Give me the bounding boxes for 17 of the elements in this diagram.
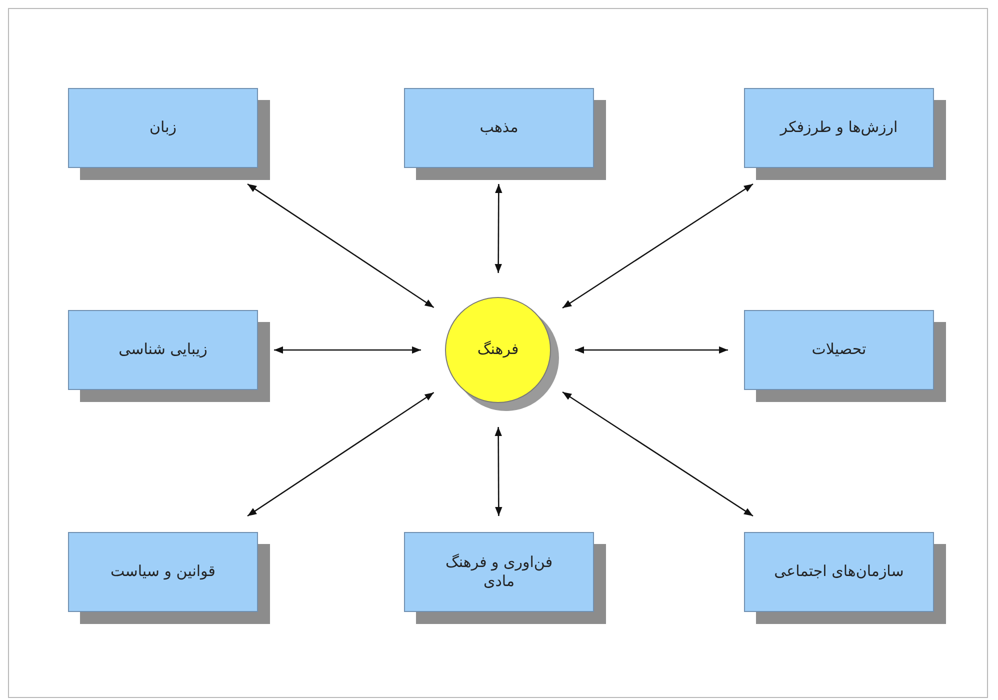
- node-label: زیبایی شناسی: [118, 340, 208, 360]
- double-arrow: [247, 183, 434, 308]
- double-arrow: [274, 346, 421, 354]
- node-label: فن‌اوری و فرهنگ مادی: [444, 552, 554, 592]
- double-arrow: [575, 346, 728, 354]
- double-arrow: [562, 391, 754, 517]
- node-label: تحصیلات: [812, 340, 866, 360]
- node-label: فرهنگ: [477, 340, 519, 360]
- node-label: سازمان‌های اجتماعی: [774, 562, 904, 582]
- node-label: ارزش‌ها و طرزفکر: [780, 118, 898, 138]
- node-label: قوانین و سیاست: [110, 562, 216, 582]
- node-label: زبان: [150, 118, 177, 138]
- node-label: مذهب: [480, 118, 518, 138]
- double-arrow: [494, 184, 502, 273]
- double-arrow: [494, 427, 502, 516]
- double-arrow: [247, 392, 434, 517]
- double-arrow: [562, 183, 754, 309]
